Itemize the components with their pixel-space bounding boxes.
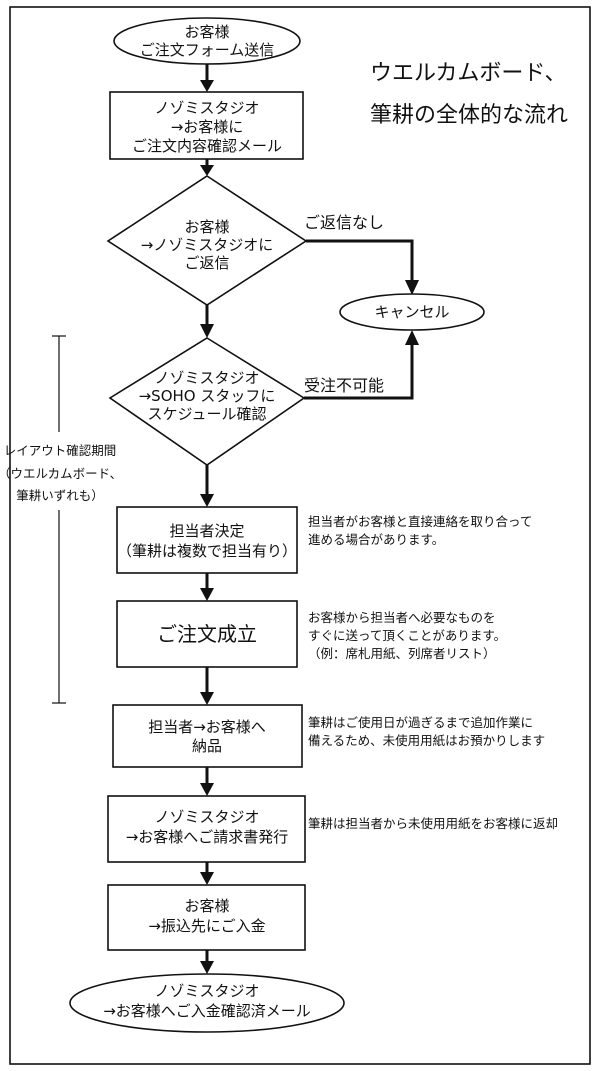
terminator-shape	[339, 293, 485, 331]
node-text: →振込先にご入金	[148, 917, 265, 935]
node-text: （筆耕は複数で担当有り）	[117, 542, 297, 560]
diagram-title: ウエルカムボード、 筆耕の全体的な流れ	[370, 61, 568, 128]
decision-shape	[106, 175, 308, 306]
node-form: お客様 ご注文フォーム送信	[113, 17, 301, 65]
node-paid-mail: ノゾミスタジオ →お客様へご入金確認済メール	[69, 973, 345, 1033]
node-text: →SOHO スタッフに	[139, 387, 276, 405]
arrowhead	[200, 961, 214, 974]
node-text: お客様	[184, 23, 229, 41]
outer-frame	[9, 6, 591, 1065]
node-text: ご返信	[184, 254, 229, 272]
note-order: お客様から担当者へ必要なものを すぐに送って頂くことがあります。 （例：席札用紙…	[308, 610, 506, 661]
arrowhead	[200, 494, 214, 507]
node-text: ご注文フォーム送信	[140, 41, 275, 59]
process-shape	[107, 795, 306, 863]
arrowhead	[200, 872, 214, 885]
node-text: ノゾミスタジオ	[154, 982, 259, 1000]
node-text: お客様	[184, 218, 229, 236]
node-text: スケジュール確認	[148, 405, 267, 423]
note-text: 担当者がお客様と直接連絡を取り合って	[308, 514, 532, 529]
arrowhead	[200, 324, 214, 338]
period-label-line-1: レイアウト確認期間	[4, 443, 117, 458]
note-text: 備えるため、未使用用紙はお預かりします	[308, 733, 545, 748]
node-text: →ノゾミスタジオに	[141, 236, 274, 254]
process-shape	[107, 884, 306, 951]
node-text: ご注文内容確認メール	[132, 137, 282, 155]
period-bracket: レイアウト確認期間 （ウエルカムボード、 筆耕いずれも）	[0, 335, 122, 704]
node-text: 担当者→お客様へ	[148, 718, 266, 736]
note-text: 進める場合があります。	[308, 532, 444, 547]
note-invoice: 筆耕は担当者から未使用用紙をお客様に返却	[308, 816, 558, 831]
node-payment: お客様 →振込先にご入金	[107, 884, 306, 951]
process-shape	[109, 91, 304, 160]
title-line-2: 筆耕の全体的な流れ	[370, 103, 568, 128]
note-text: お客様から担当者へ必要なものを	[308, 610, 496, 625]
node-confirm-mail: ノゾミスタジオ →お客様に ご注文内容確認メール	[109, 91, 304, 160]
node-order: ご注文成立	[116, 600, 298, 668]
arrowhead	[200, 80, 214, 92]
node-text: お客様	[184, 897, 229, 915]
title-line-1: ウエルカムボード、	[370, 61, 566, 86]
note-deliver: 筆耕はご使用日が過ぎるまで追加作業に 備えるため、未使用用紙はお預かりします	[308, 715, 545, 748]
node-cancel: キャンセル	[339, 293, 485, 331]
process-shape	[112, 704, 303, 768]
edge-schedule-cancel	[304, 342, 414, 400]
node-text: ノゾミスタジオ	[154, 369, 259, 387]
note-text: 筆耕はご使用日が過ぎるまで追加作業に	[308, 715, 533, 730]
node-assign: 担当者決定 （筆耕は複数で担当有り）	[116, 506, 298, 574]
node-text: →お客様へご請求書発行	[126, 828, 289, 846]
connectors	[200, 64, 419, 974]
terminator-shape	[69, 973, 345, 1033]
edge-label-not-possible: 受注不可能	[304, 376, 384, 395]
decision-shape	[108, 337, 306, 466]
note-text: すぐに送って頂くことがあります。	[308, 628, 506, 643]
node-text: →お客様に	[171, 118, 244, 136]
node-text: キャンセル	[374, 303, 449, 321]
edge-reply-cancel	[306, 239, 414, 283]
node-deliver: 担当者→お客様へ 納品	[112, 704, 303, 768]
period-label-line-3: 筆耕いずれも）	[16, 488, 104, 503]
arrowhead	[405, 330, 419, 345]
node-invoice: ノゾミスタジオ →お客様へご請求書発行	[107, 795, 306, 863]
node-text: ノゾミスタジオ	[154, 99, 259, 117]
arrowhead	[200, 783, 214, 796]
arrowhead	[200, 692, 214, 705]
node-schedule: ノゾミスタジオ →SOHO スタッフに スケジュール確認	[108, 337, 306, 466]
note-assign: 担当者がお客様と直接連絡を取り合って 進める場合があります。	[308, 514, 532, 547]
note-text: （例：席札用紙、列席者リスト）	[308, 646, 496, 661]
period-label-line-2: （ウエルカムボード、	[0, 466, 122, 481]
process-shape	[116, 600, 298, 668]
node-text: ノゾミスタジオ	[154, 808, 259, 826]
note-text: 筆耕は担当者から未使用用紙をお客様に返却	[308, 816, 558, 831]
node-reply: お客様 →ノゾミスタジオに ご返信	[106, 175, 308, 306]
node-text: ご注文成立	[157, 622, 257, 646]
node-text: 担当者決定	[169, 522, 244, 540]
process-shape	[116, 506, 298, 574]
edge-label-no-reply: ご返信なし	[304, 213, 384, 232]
terminator-shape	[113, 17, 301, 65]
arrowhead	[200, 165, 214, 176]
node-text: 納品	[192, 737, 222, 755]
arrowhead	[200, 588, 214, 601]
node-text: →お客様へご入金確認済メール	[103, 1002, 311, 1020]
arrowhead	[405, 280, 419, 295]
